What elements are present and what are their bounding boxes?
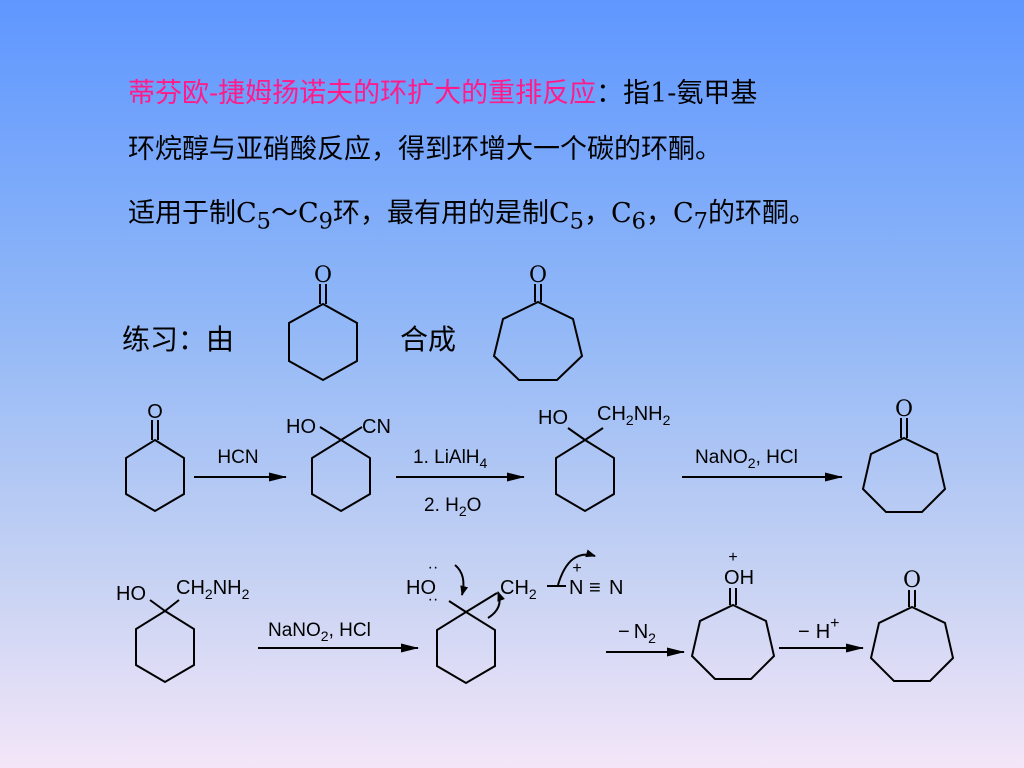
cyanohydrin-hydroxyl: HO <box>286 416 316 438</box>
scope-text-a: 适用于制C <box>128 198 257 229</box>
scope-text-e: ，C <box>646 198 694 229</box>
cyanohydrin-nitrile: CN <box>362 416 391 438</box>
exercise-ketone-oxygen-1: O <box>314 263 332 288</box>
start-ketone-oxygen: O <box>147 401 163 423</box>
description-line-1: 蒂芬欧-捷姆扬诺夫的环扩大的重排反应：指1-氨甲基 <box>128 76 757 112</box>
aminoalcohol-ring <box>555 438 615 513</box>
description-line-3: 适用于制C5～C9环，最有用的是制C5，C6，C7的环酮。 <box>128 196 816 239</box>
lone-pair-top: ·· <box>428 559 439 576</box>
mech-aminomethyl: CH2NH2 <box>176 577 250 602</box>
reagent-hcn: HCN <box>217 447 258 468</box>
mech-reagent-nitrous: NaNO2, HCl <box>268 620 371 644</box>
exercise-cyclohexanone-ring <box>288 302 358 382</box>
loss-n2-label: −N2 <box>618 621 656 646</box>
diazonium-charge: + <box>572 560 581 577</box>
cyanohydrin-ring <box>311 438 371 513</box>
reagent-water: 2. H2O <box>424 495 481 519</box>
scope-text-f: 的环酮。 <box>708 198 816 229</box>
oxonium-charge: + <box>728 549 737 566</box>
scope-text-d: ，C <box>584 198 632 229</box>
diazonium-nitrogen-1: N <box>569 577 583 599</box>
subscript-9: 9 <box>318 208 333 235</box>
diazonium-triple-bond: ≡ <box>589 577 601 599</box>
mech-hydroxyl: HO <box>116 583 146 605</box>
exercise-cycloheptanone-ring <box>492 300 584 381</box>
lone-pair-bottom: ·· <box>428 591 439 608</box>
subscript-5: 5 <box>256 208 271 235</box>
scope-text-c: 环，最有用的是制C <box>333 198 570 229</box>
diazonium-methylene: CH2 <box>500 577 537 602</box>
product-cycloheptanone-ring <box>861 436 947 513</box>
diazonium-nitrogen-2: N <box>609 577 623 599</box>
exercise-make-label: 合成 <box>400 323 457 356</box>
definition-end: 环烷醇与亚硝酸反应，得到环增大一个碳的环酮。 <box>128 134 722 165</box>
product-ketone-oxygen: O <box>895 397 913 422</box>
exercise-ketone-oxygen-2: O <box>529 263 547 288</box>
mech-aminoalcohol-ring <box>135 609 195 684</box>
diazonium-hydroxyl: HO <box>406 577 436 599</box>
definition-start: ：指1-氨甲基 <box>596 78 758 109</box>
oxonium-ring <box>690 603 776 680</box>
subscript-7: 7 <box>693 208 708 235</box>
oxonium-group: OH <box>724 567 754 589</box>
final-ketone-oxygen: O <box>903 568 921 593</box>
reagent-nitrous-acid: NaNO2, HCl <box>695 447 798 471</box>
exercise-from-label: 练习：由 <box>122 323 235 356</box>
aminomethyl-group: CH2NH2 <box>597 403 671 428</box>
diazonium-ring <box>436 610 496 685</box>
subscript-5b: 5 <box>569 208 584 235</box>
subscript-6: 6 <box>631 208 646 235</box>
scope-text-b: ～C <box>271 198 319 229</box>
reaction-name: 蒂芬欧-捷姆扬诺夫的环扩大的重排反应 <box>128 78 597 109</box>
loss-proton-label: −H+ <box>798 615 839 643</box>
final-cycloheptanone-ring <box>869 605 955 682</box>
reagent-lialh4: 1. LiAlH4 <box>413 447 488 471</box>
description-line-2: 环烷醇与亚硝酸反应，得到环增大一个碳的环酮。 <box>128 132 722 168</box>
start-cyclohexanone-ring <box>125 438 185 513</box>
aminoalcohol-hydroxyl: HO <box>538 407 568 429</box>
